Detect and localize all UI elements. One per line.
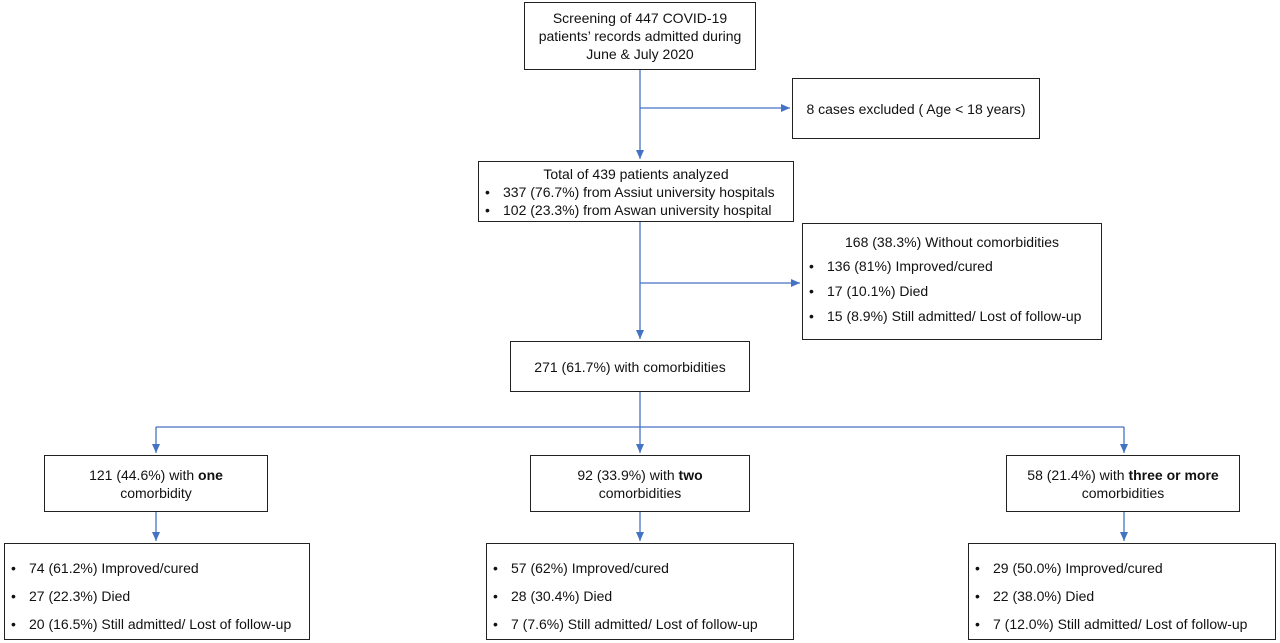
- total-bullet-1: •337 (76.7%) from Assiut university hosp…: [485, 184, 775, 200]
- group-three-line-2: comorbidities: [1081, 484, 1165, 501]
- bullet-dot: •: [485, 184, 490, 200]
- group-three-outcome-2: •22 (38.0%) Died: [975, 588, 1095, 604]
- total-box: Total of 439 patients analyzed •337 (76.…: [478, 161, 794, 222]
- group-three-line-1: 58 (21.4%) with three or more: [1027, 466, 1219, 483]
- bullet-dot: •: [975, 616, 980, 632]
- group-three-outcome-1: •29 (50.0%) Improved/cured: [975, 560, 1163, 576]
- group-one-line-1: 121 (44.6%) with one: [89, 466, 223, 483]
- bullet-dot: •: [809, 258, 814, 274]
- bullet-dot: •: [975, 588, 980, 604]
- bullet-dot: •: [11, 560, 16, 576]
- screening-box: Screening of 447 COVID-19 patients’ reco…: [524, 2, 756, 70]
- without-title: 168 (38.3%) Without comorbidities: [845, 234, 1059, 250]
- with-text: 271 (61.7%) with comorbidities: [534, 358, 726, 375]
- screening-line-1: Screening of 447 COVID-19: [552, 10, 728, 26]
- group-one-box: 121 (44.6%) with one comorbidity: [44, 455, 268, 512]
- group-two-outcome-1: •57 (62%) Improved/cured: [493, 560, 669, 576]
- group-two-line-2: comorbidities: [598, 484, 682, 501]
- excluded-text: 8 cases excluded ( Age < 18 years): [806, 100, 1026, 117]
- group-one-outcomes-box: •74 (61.2%) Improved/cured •27 (22.3%) D…: [4, 543, 310, 640]
- bullet-dot: •: [809, 283, 814, 299]
- bullet-dot: •: [975, 560, 980, 576]
- bullet-dot: •: [493, 616, 498, 632]
- group-three-outcome-3: •7 (12.0%) Still admitted/ Lost of follo…: [975, 616, 1248, 632]
- screening-line-2: patients’ records admitted during: [538, 28, 742, 44]
- bullet-dot: •: [493, 560, 498, 576]
- bullet-dot: •: [809, 308, 814, 324]
- without-comorbidities-box: 168 (38.3%) Without comorbidities •136 (…: [802, 223, 1102, 340]
- bullet-dot: •: [11, 616, 16, 632]
- without-bullet-2: •17 (10.1%) Died: [809, 283, 929, 299]
- group-three-box: 58 (21.4%) with three or more comorbidit…: [1006, 455, 1240, 512]
- screening-line-3: June & July 2020: [586, 46, 694, 62]
- bullet-dot: •: [485, 202, 490, 218]
- group-one-outcome-1: •74 (61.2%) Improved/cured: [11, 560, 199, 576]
- bullet-dot: •: [11, 588, 16, 604]
- total-bullet-2: •102 (23.3%) from Aswan university hospi…: [485, 202, 772, 218]
- without-bullet-1: •136 (81%) Improved/cured: [809, 258, 993, 274]
- group-one-line-2: comorbidity: [120, 484, 192, 501]
- excluded-box: 8 cases excluded ( Age < 18 years): [792, 78, 1040, 139]
- group-two-outcome-2: •28 (30.4%) Died: [493, 588, 613, 604]
- group-two-outcome-3: •7 (7.6%) Still admitted/ Lost of follow…: [493, 616, 758, 632]
- group-two-line-1: 92 (33.9%) with two: [577, 466, 703, 483]
- with-comorbidities-box: 271 (61.7%) with comorbidities: [510, 341, 750, 392]
- group-two-box: 92 (33.9%) with two comorbidities: [530, 455, 750, 512]
- group-one-outcome-3: •20 (16.5%) Still admitted/ Lost of foll…: [11, 616, 292, 632]
- group-three-outcomes-box: •29 (50.0%) Improved/cured •22 (38.0%) D…: [968, 543, 1276, 640]
- group-two-outcomes-box: •57 (62%) Improved/cured •28 (30.4%) Die…: [486, 543, 794, 640]
- group-one-outcome-2: •27 (22.3%) Died: [11, 588, 131, 604]
- bullet-dot: •: [493, 588, 498, 604]
- total-title: Total of 439 patients analyzed: [543, 166, 729, 182]
- without-bullet-3: •15 (8.9%) Still admitted/ Lost of follo…: [809, 308, 1082, 324]
